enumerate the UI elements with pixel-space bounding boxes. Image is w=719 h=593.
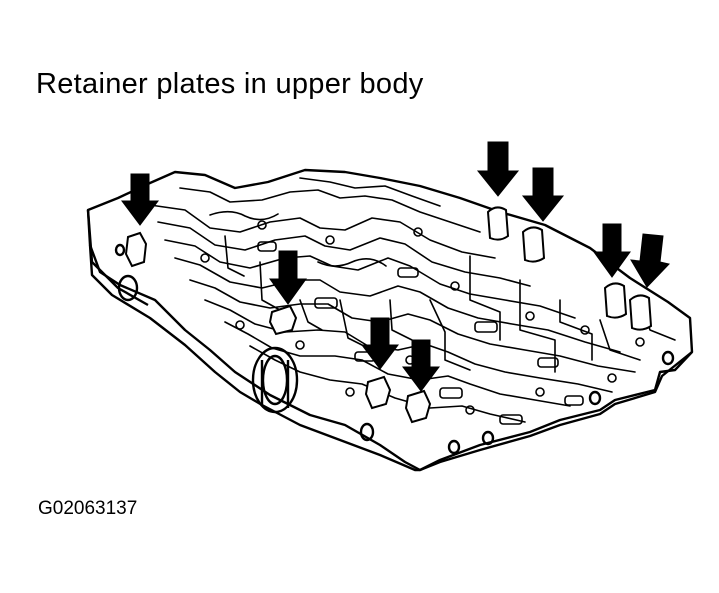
retainer-plate: [124, 231, 148, 268]
retainer-plate: [603, 282, 628, 319]
figure-id: G02063137: [38, 498, 138, 519]
retainer-plate: [486, 206, 510, 241]
arrow-down-icon: [476, 141, 520, 197]
arrow-down-icon: [593, 223, 631, 278]
retainer-plate: [628, 294, 653, 331]
retainer-plates: [124, 206, 653, 424]
valve-body: [86, 168, 694, 472]
retainer-plate: [364, 375, 392, 410]
diagram-caption: Retainer plates in upper body: [36, 68, 424, 100]
retainer-plate: [268, 304, 298, 336]
retainer-plate: [521, 226, 546, 263]
arrow-down-icon: [630, 233, 670, 288]
arrow-down-icon: [121, 173, 159, 226]
arrow-down-icon: [521, 167, 565, 222]
retainer-plate: [404, 389, 432, 424]
callout-arrows: [121, 141, 670, 392]
arrow-down-icon: [541, 169, 551, 173]
arrow-down-icon: [361, 317, 399, 370]
arrow-down-icon: [269, 250, 307, 305]
fluid-passages: [149, 177, 676, 425]
arrow-down-icon: [402, 339, 440, 392]
